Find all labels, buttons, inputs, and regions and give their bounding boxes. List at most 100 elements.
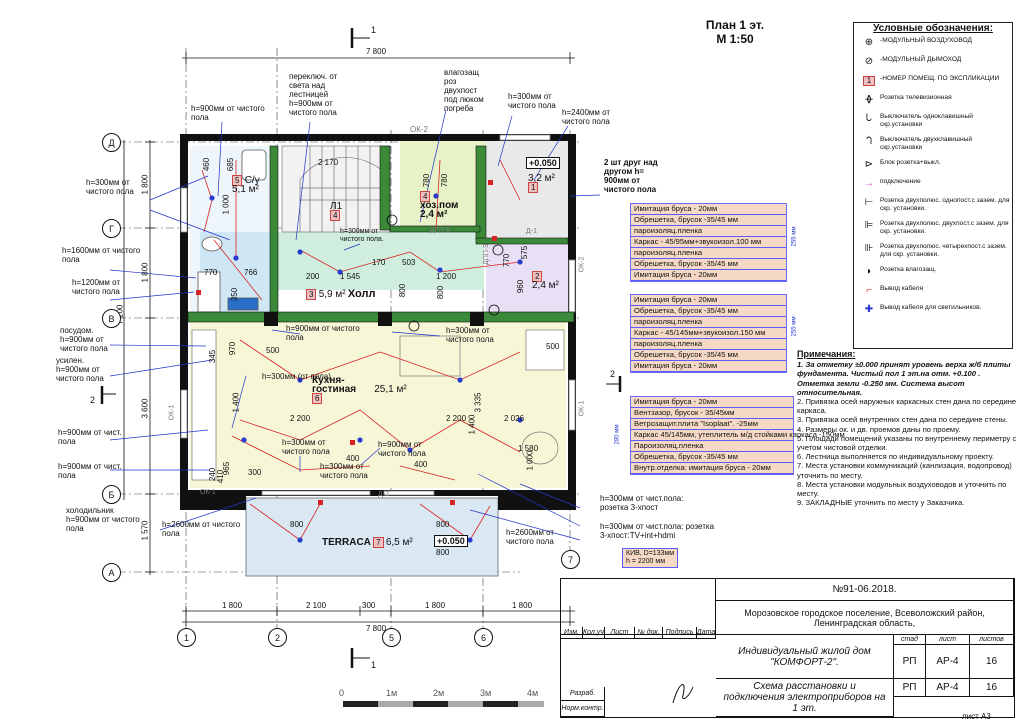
room-number-icon: 1 [862,76,876,86]
wall-layer: пароизоляц.пленка [631,317,786,328]
note-a12: усилен. h=900мм от чистого пола [56,356,104,383]
inner-dim: 970 [228,341,238,356]
double-socket-icon: ⊢ [864,197,874,208]
inner-dim: 800 [290,520,304,529]
legend-symbol: ᘃ [858,136,880,148]
inner-dim: 345 [208,349,218,364]
tag-d2: Д-2 [378,491,389,498]
inner-dim: 1 000 [525,450,535,471]
inner-dim: 350 [230,287,240,302]
legend-text: Розетка влагозащ. [880,266,937,273]
tv-socket-icon: ᚖ [865,94,873,105]
room-3: 3 5,9 м² Холл [306,289,375,300]
note-a13: h=900мм от чистого пола [286,324,360,342]
legend-text: Розетка двухполюс. двухпост.с зазем. для… [880,220,1009,235]
col-sheet: лист [926,635,970,645]
plan-title: План 1 эт. [705,18,765,32]
note-a24: h=2600мм от чистого пола [506,528,555,546]
stage-1: РП [894,645,926,679]
inner-dim: 1 000 [221,194,231,215]
legend-item: ⊢Розетка двухполюс. однопост.с зазем. дл… [858,197,1012,213]
note-a18: холодильник h=900мм от чистого пола [66,506,140,533]
location: Морозовское городское поселение, Всеволо… [716,601,1014,635]
legend-item: ⌐Вывод кабеля [858,285,1012,297]
note-item: 4. Размеры ок. и дв. проемов даны по про… [797,424,961,434]
wall-layer: Внутр.отделка: имитация бруса - 20мм [631,463,793,474]
stage-2: РП [894,679,926,697]
plan-scale: М 1:50 [716,32,754,46]
inner-dim: 2 200 [446,414,467,423]
axis-bubble-letter: Г [102,219,121,238]
scale-tick: 3м [480,688,492,698]
wall-thickness-3: 280 мм [614,424,621,445]
legend-symbol: ⊢ [858,197,880,209]
lamp-outlet-icon: ✚ [864,304,874,315]
inner-dim: 766 [244,268,258,277]
axis-bubble-number: 7 [561,550,580,569]
legend-symbol: ✚ [858,304,880,316]
inner-dim: 960 [516,279,526,294]
wall-layer: пароизоляц.пленка [631,226,786,237]
inner-dim: 300 [248,468,262,477]
legend-symbol: → [858,178,880,190]
axis-bubble-letter: А [102,563,121,582]
inner-dim: 770 [502,253,512,268]
inner-dim: 500 [266,346,280,355]
legend-symbol: ⌐ [858,285,880,297]
double-switch-icon: ᘃ [866,136,872,147]
legend-text: подключение [880,178,921,185]
note-a6: h=300мм от чистого пола. [340,228,384,243]
legend-item: ⊕-МОДУЛЬНЫЙ ВОЗДУХОВОД [858,37,1012,49]
wall-layer: Обрешетка, брусок -35/45 мм [631,259,786,270]
room-7: TERRACA 7 6,5 м² [322,537,413,548]
tag-ok2b: ОК-2 [578,256,586,273]
axis-bubble-letter: Б [102,485,121,504]
note-a22: h=300мм от чист.пола: розетка 3-хпост [600,494,684,512]
note-a20: h=300мм от чистого пола [282,438,330,456]
hdr-doc: № док. [635,627,663,639]
legend-text: Розетка телевизионная [880,94,952,101]
wall-layer: Каркас - 45/145мм+звукоизол.150 мм [631,328,786,339]
notes-title: Примечания: [797,349,856,359]
legend-text: Вывод кабеля для светильников. [880,304,982,311]
legend-title: Условные обозначения: [873,23,993,34]
legend-text: Вывод кабеля [880,285,924,292]
tag-dgp8: ДГП-8 [430,227,450,234]
legend-symbol: ᚖ [858,94,880,106]
wall-layer: Пароизоляц.пленка [631,441,793,452]
legend-items: ⊕-МОДУЛЬНЫЙ ВОЗДУХОВОД ⊘-МОДУЛЬНЫЙ ДЫМОХО… [854,37,1012,316]
inner-dim: 2 200 [290,414,311,423]
note-a5: h=2400мм от чистого пола [562,108,611,126]
axis-bubble-letter: В [102,309,121,328]
dim-seg: 1 800 [425,601,446,610]
legend-symbol: ⊪ [858,243,880,255]
note-a11: посудом. h=900мм от чистого пола [60,326,108,353]
tag-d1: Д-1 [526,228,537,235]
wall-layer: Имитация бруса - 20мм [631,270,786,281]
wall-layer: Каркас 45/145мм, утеплитель м/д стойками… [631,430,845,441]
sheet-1: АР-4 [926,645,970,679]
legend-symbol: 1 [858,75,880,87]
role-normcontrol: Норм.контр. [561,701,605,717]
inner-dim: 170 [372,258,386,267]
legend-item: ⊘-МОДУЛЬНЫЙ ДЫМОХОД [858,56,1012,68]
tag-ok1c: ОК-1 [200,489,216,496]
inner-dim: 780 [422,173,432,188]
wall-layer: Имитация бруса - 20мм [631,204,786,215]
dim-seg: 1 800 [512,601,533,610]
scale-tick: 4м [527,688,539,698]
legend-symbol: ⊳ [858,159,880,171]
inner-dim: 685 [226,157,236,172]
note-a14: h=300мм от чистого пола [446,326,494,344]
legend-item: ⊫Розетка двухполюс. двухпост.с зазем. дл… [858,220,1012,236]
connection-arrow-icon: → [864,178,874,189]
dim-total-bottom: 7 800 [366,624,387,633]
inner-dim: 460 [202,157,212,172]
inner-dim: 1 580 [518,444,539,453]
level-mark-terrace: +0.050 [434,535,468,547]
wall-layer: Имитация бруса - 20мм [631,295,786,306]
